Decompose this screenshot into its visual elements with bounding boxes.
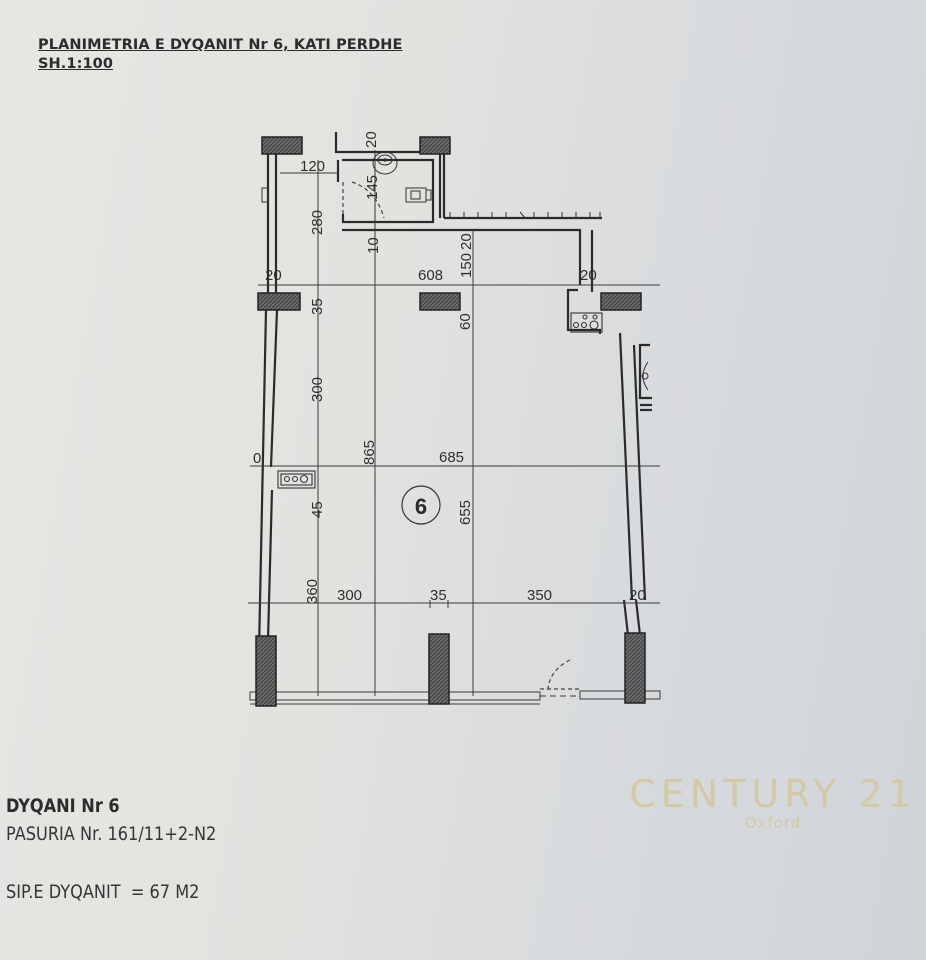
svg-text:6: 6 xyxy=(415,494,427,519)
structural-columns xyxy=(255,136,646,707)
dim-bottom-350: 350 xyxy=(527,587,552,604)
washbasin-icon xyxy=(372,151,398,175)
dim-280: 280 xyxy=(309,210,326,235)
dim-left-20: 20 xyxy=(265,267,282,284)
unit-area: SIP.E DYQANIT = 67 M2 xyxy=(6,881,200,903)
dim-35: 35 xyxy=(309,298,326,315)
dim-60: 60 xyxy=(457,313,474,330)
plan-scale: SH.1:100 xyxy=(38,56,114,72)
plan-title: PLANIMETRIA E DYQANIT Nr 6, KATI PERDHE xyxy=(38,37,403,53)
railing xyxy=(449,211,601,219)
stove-icon xyxy=(570,312,603,333)
dim-608: 608 xyxy=(418,267,443,284)
floor-plan: 6 120 20 145 280 10 20 150 20 608 20 35 … xyxy=(248,131,661,707)
wall-outlet-icon xyxy=(261,187,269,203)
unit-label: 6 xyxy=(401,485,441,525)
dim-300: 300 xyxy=(309,377,326,402)
dim-10: 10 xyxy=(365,237,382,254)
dim-120: 120 xyxy=(300,158,325,175)
stove-icon xyxy=(277,470,316,489)
toilet-icon xyxy=(405,187,432,203)
dim-bottom-35: 35 xyxy=(430,587,447,604)
dim-685: 685 xyxy=(439,449,464,466)
dim-45: 45 xyxy=(309,501,326,518)
dim-150: 150 xyxy=(458,253,475,278)
dim-top-20: 20 xyxy=(363,131,380,148)
dim-360: 360 xyxy=(304,579,321,604)
plan-header: PLANIMETRIA E DYQANIT Nr 6, KATI PERDHE … xyxy=(38,36,402,74)
watermark-office: Oxford xyxy=(744,814,802,832)
dim-655: 655 xyxy=(457,500,474,525)
unit-info: DYQANI Nr 6 PASURIA Nr. 161/11+2-N2 SIP.… xyxy=(6,795,253,903)
dim-145: 145 xyxy=(364,175,381,200)
dim-right-20: 20 xyxy=(580,267,597,284)
unit-name: DYQANI Nr 6 xyxy=(6,795,120,817)
parcel-number: PASURIA Nr. 161/11+2-N2 xyxy=(6,823,217,845)
meter-icon xyxy=(641,361,649,391)
watermark-brand: CENTURY 21 xyxy=(629,772,917,816)
dim-bottom-300: 300 xyxy=(337,587,362,604)
dim-0: 0 xyxy=(253,450,261,467)
dim-20: 20 xyxy=(458,233,475,250)
dim-865: 865 xyxy=(361,440,378,465)
century21-watermark: CENTURY 21 Oxford xyxy=(628,772,918,832)
dim-bottom-20: 20 xyxy=(629,587,646,604)
